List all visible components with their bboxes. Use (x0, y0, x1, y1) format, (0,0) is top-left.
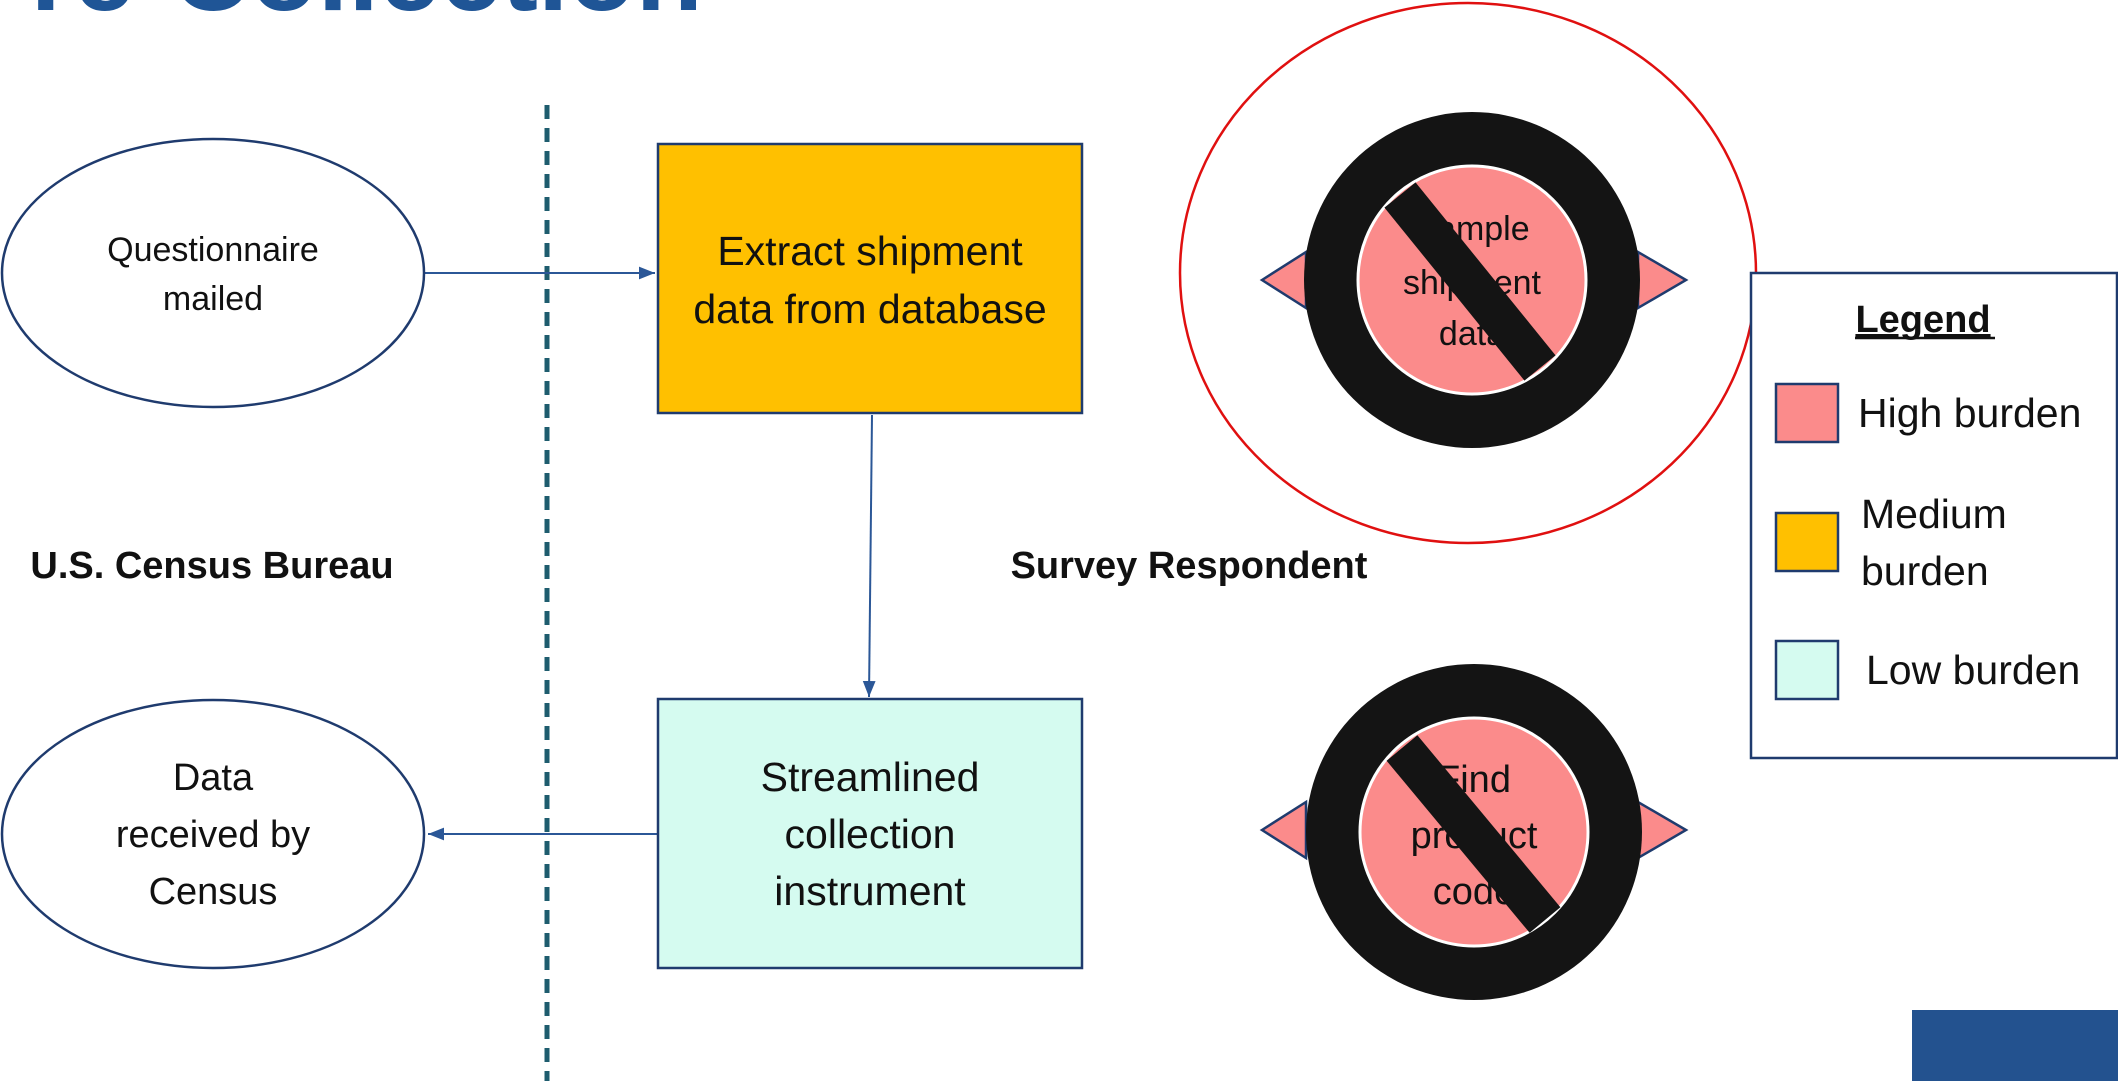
legend-label-medium-1: Medium (1861, 491, 2007, 537)
streamlined-label-1: Streamlined (761, 754, 980, 800)
data-received-label-3: Census (149, 871, 278, 913)
legend-label-low: Low burden (1866, 647, 2080, 693)
census-bureau-label: U.S. Census Bureau (30, 545, 393, 587)
find-product-code-step: Find product code (1259, 664, 1689, 1000)
streamlined-label-3: instrument (774, 868, 966, 914)
process-arrow (862, 414, 876, 698)
sample-right-pointer (1636, 249, 1689, 311)
data-received-label-2: received by (116, 814, 310, 856)
data-received-node: Data received by Census (0, 698, 426, 970)
legend-swatch-medium (1774, 511, 1840, 573)
sample-shipment-step: Sample shipment data (1178, 1, 1758, 545)
extract-label-1: Extract shipment (717, 228, 1023, 274)
questionnaire-label-1: Questionnaire (107, 231, 319, 269)
questionnaire-label-2: mailed (163, 280, 263, 318)
legend-swatch-low (1774, 639, 1840, 701)
data-received-label-1: Data (173, 757, 254, 799)
extract-box: Extract shipment data from database (656, 142, 1084, 415)
legend-swatch-high (1774, 382, 1840, 444)
legend-label-medium-2: burden (1861, 548, 1989, 594)
sample-left-pointer (1259, 249, 1308, 311)
questionnaire-node: Questionnaire mailed (0, 137, 426, 409)
legend-title: Legend (1855, 299, 1990, 341)
prohibit-slash-icon (1384, 182, 1556, 381)
corner-block (1912, 1010, 2118, 1081)
streamlined-box: Streamlined collection instrument (656, 697, 1084, 970)
survey-respondent-label: Survey Respondent (1011, 545, 1368, 587)
find-left-pointer (1259, 799, 1308, 861)
legend-label-high: High burden (1858, 390, 2081, 436)
slide-title: Pre-Collection (0, 0, 703, 34)
extract-label-2: data from database (693, 286, 1046, 332)
streamlined-label-2: collection (785, 811, 956, 857)
legend: Legend High burden Medium burden Low bur… (1749, 271, 2118, 760)
prohibit-slash-icon (1386, 735, 1561, 933)
find-right-pointer (1636, 799, 1689, 861)
